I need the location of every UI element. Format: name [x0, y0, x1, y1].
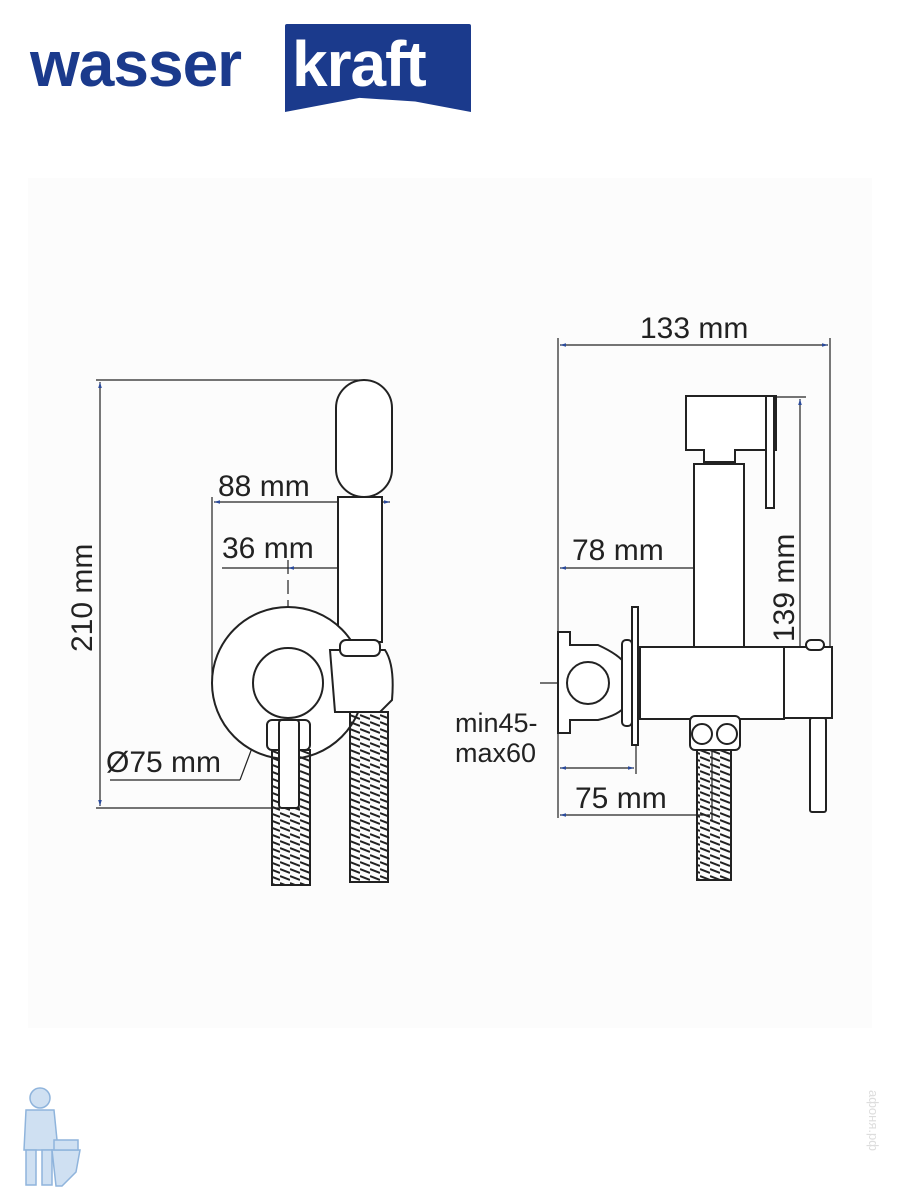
connector-ring-side [566, 661, 610, 705]
valve-body [639, 646, 785, 720]
sprayer-stem [693, 463, 745, 649]
lever [278, 719, 300, 809]
hose-side [696, 749, 732, 881]
logo-wave-box [285, 24, 471, 112]
valve-end [783, 646, 833, 719]
logo-text-kraft: kraft [292, 28, 427, 100]
watermark: афоня.рф [866, 1090, 881, 1151]
dim-133: 133 mm [640, 312, 748, 345]
handset-head [335, 379, 393, 498]
rosette-cap [621, 639, 633, 727]
logo-text-wasser: wasser [30, 28, 242, 100]
rosette-plate [631, 606, 639, 746]
hose-right [349, 711, 389, 883]
dim-139: 139 mm [768, 534, 801, 642]
dim-wall-min: min45- [455, 708, 538, 738]
handset-stem [337, 496, 383, 643]
sprayer-hook [765, 395, 775, 509]
dim-210: 210 mm [66, 544, 99, 652]
dim-wall-max: max60 [455, 738, 536, 768]
plumber-mascot-icon [23, 1087, 81, 1187]
handset-holder [328, 649, 394, 713]
dim-diameter: Ø75 mm [106, 746, 221, 779]
front-view [96, 379, 394, 886]
dim-88: 88 mm [218, 470, 310, 503]
connector-ring [252, 647, 324, 719]
dim-75: 75 mm [575, 782, 667, 815]
side-view [540, 338, 833, 881]
lever-side [809, 717, 827, 813]
dim-36: 36 mm [222, 532, 314, 565]
dim-78: 78 mm [572, 534, 664, 567]
sprayer-head [685, 395, 777, 463]
